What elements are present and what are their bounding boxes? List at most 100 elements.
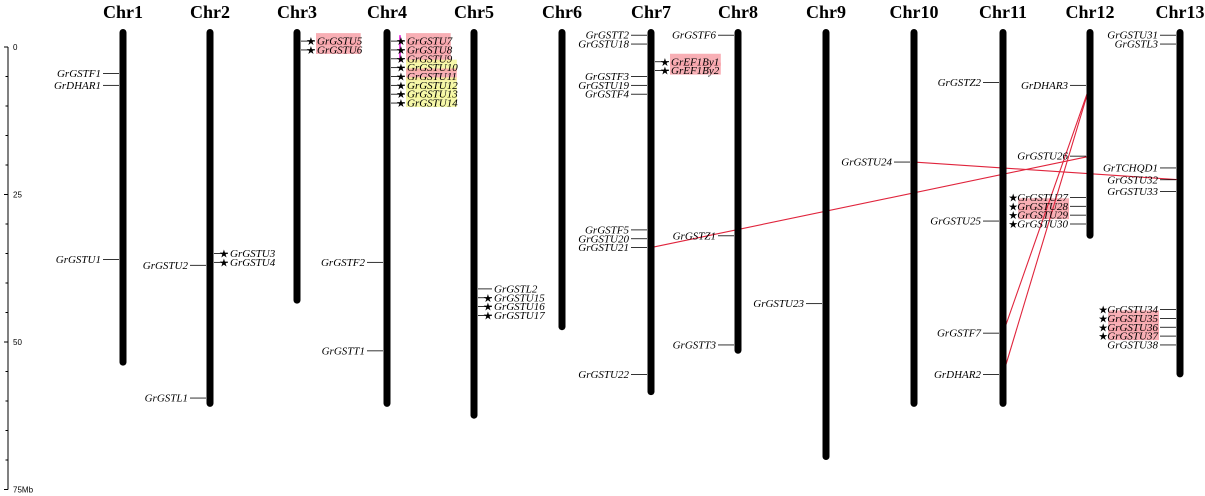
gene-label-grgstu26: GrGSTU26 <box>1017 151 1068 163</box>
star-icon: ★ <box>1008 191 1018 204</box>
gene-highlight-box <box>406 95 457 108</box>
gene-label-grgstu21: GrGSTU21 <box>578 242 629 254</box>
gene-highlight-box <box>1018 207 1069 220</box>
chromosome-chr3 <box>293 29 301 304</box>
gene-label-grgstt1: GrGSTT1 <box>322 345 365 357</box>
gene-label-grgstz2: GrGSTZ2 <box>938 77 982 89</box>
star-icon: ★ <box>219 256 229 269</box>
chromosome-chr12 <box>1086 29 1094 239</box>
gene-label-grgstu7: GrGSTU7 <box>407 36 453 48</box>
gene-label-grgstu20: GrGSTU20 <box>578 233 629 245</box>
gene-label-grgstu23: GrGSTU23 <box>753 298 804 310</box>
star-icon: ★ <box>396 71 406 84</box>
star-icon: ★ <box>1098 330 1108 343</box>
gene-label-grgstl1: GrGSTL1 <box>145 393 188 405</box>
star-icon: ★ <box>483 301 493 314</box>
star-icon: ★ <box>1008 200 1018 213</box>
star-icon: ★ <box>396 44 406 57</box>
star-icon: ★ <box>1008 209 1018 222</box>
star-icon: ★ <box>396 88 406 101</box>
star-icon: ★ <box>1098 312 1108 325</box>
chromosome-title: Chr1 <box>103 2 143 22</box>
gene-label-grgstf3: GrGSTF3 <box>585 71 630 83</box>
scale-tick-label: 0 <box>13 43 18 52</box>
gene-label-grgstu12: GrGSTU12 <box>407 80 458 92</box>
gene-label-grgstu15: GrGSTU15 <box>494 292 545 304</box>
chromosome-title: Chr7 <box>631 2 671 22</box>
gene-highlight-box <box>670 62 721 75</box>
gene-label-grgstu17: GrGSTU17 <box>494 310 545 322</box>
chromosome-title: Chr6 <box>542 2 582 22</box>
gene-label-grgstu22: GrGSTU22 <box>578 369 629 381</box>
chromosome-chr10 <box>910 29 918 407</box>
star-icon: ★ <box>483 292 493 305</box>
chromosome-chr2 <box>206 29 214 407</box>
chromosome-chr6 <box>558 29 566 331</box>
gene-label-grdhar3: GrDHAR3 <box>1021 80 1069 92</box>
gene-label-grgstt2: GrGSTT2 <box>586 30 630 42</box>
duplication-link-line <box>650 155 1091 249</box>
chromosome-chr8 <box>734 29 742 354</box>
gene-label-grgstf2: GrGSTF2 <box>321 257 366 269</box>
chromosome-title: Chr4 <box>367 2 407 22</box>
gene-label-grgstu31: GrGSTU31 <box>1107 30 1158 42</box>
duplication-link-line <box>913 161 1181 181</box>
scale-tick-label: 25 <box>13 191 22 200</box>
gene-label-grgstu32: GrGSTU32 <box>1107 174 1158 186</box>
gene-label-grgstu34: GrGSTU34 <box>1107 304 1158 316</box>
gene-label-grgstu8: GrGSTU8 <box>407 44 453 56</box>
gene-label-grgstf5: GrGSTF5 <box>585 224 630 236</box>
star-icon: ★ <box>306 35 316 48</box>
gene-label-grgstl2: GrGSTL2 <box>494 283 538 295</box>
chromosome-chr9 <box>822 29 830 460</box>
chromosome-title: Chr5 <box>454 2 494 22</box>
star-icon: ★ <box>396 97 406 110</box>
gene-label-grgstf4: GrGSTF4 <box>585 89 630 101</box>
duplication-link-line <box>1002 85 1091 375</box>
gene-label-grgstl3: GrGSTL3 <box>1115 39 1159 51</box>
gene-label-grgstu30: GrGSTU30 <box>1017 219 1068 231</box>
gene-label-grgstu25: GrGSTU25 <box>930 216 981 228</box>
gene-label-grtchqd1: GrTCHQD1 <box>1103 162 1158 174</box>
gene-label-grgstf7: GrGSTF7 <box>937 328 982 340</box>
gene-label-grgstu18: GrGSTU18 <box>578 39 629 51</box>
gene-label-grgstu5: GrGSTU5 <box>317 36 363 48</box>
gene-label-gref1by2: GrEF1By2 <box>671 65 720 77</box>
chromosome-chr5 <box>470 29 478 419</box>
chromosome-chr13 <box>1176 29 1184 378</box>
star-icon: ★ <box>219 248 229 261</box>
star-icon: ★ <box>660 56 670 69</box>
gene-label-grgstu36: GrGSTU36 <box>1107 322 1158 334</box>
chromosome-title: Chr9 <box>806 2 846 22</box>
gene-label-grgstu33: GrGSTU33 <box>1107 186 1158 198</box>
gene-label-grgstu4: GrGSTU4 <box>230 257 276 269</box>
chromosome-title: Chr3 <box>277 2 317 22</box>
gene-label-grgstu19: GrGSTU19 <box>578 80 629 92</box>
gene-label-grgstt3: GrGSTT3 <box>673 339 717 351</box>
gene-label-grdhar2: GrDHAR2 <box>934 369 982 381</box>
chromosome-title: Chr12 <box>1066 2 1115 22</box>
gene-label-grgstu24: GrGSTU24 <box>841 157 892 169</box>
duplication-link-line <box>1002 85 1091 334</box>
gene-highlight-box <box>1108 328 1159 341</box>
star-icon: ★ <box>1098 304 1108 317</box>
star-icon: ★ <box>483 309 493 322</box>
gene-label-grgstu14: GrGSTU14 <box>407 98 458 110</box>
chromosome-title: Chr10 <box>890 2 939 22</box>
scale-tick-label: 75Mb <box>13 486 34 495</box>
gene-label-grgstz1: GrGSTZ1 <box>673 230 716 242</box>
gene-label-grdhar1: GrDHAR1 <box>54 80 101 92</box>
chromosome-title: Chr11 <box>979 2 1027 22</box>
star-icon: ★ <box>306 44 316 57</box>
gene-label-grgstu29: GrGSTU29 <box>1017 210 1068 222</box>
chromosome-title: Chr8 <box>718 2 758 22</box>
gene-label-grgstu10: GrGSTU10 <box>407 62 458 74</box>
gene-label-grgstu1: GrGSTU1 <box>56 254 101 266</box>
gene-label-grgstf1: GrGSTF1 <box>57 68 101 80</box>
chromosome-chr4 <box>383 29 391 407</box>
duplication-links <box>650 85 1181 375</box>
gene-label-grgstu9: GrGSTU9 <box>407 53 453 65</box>
